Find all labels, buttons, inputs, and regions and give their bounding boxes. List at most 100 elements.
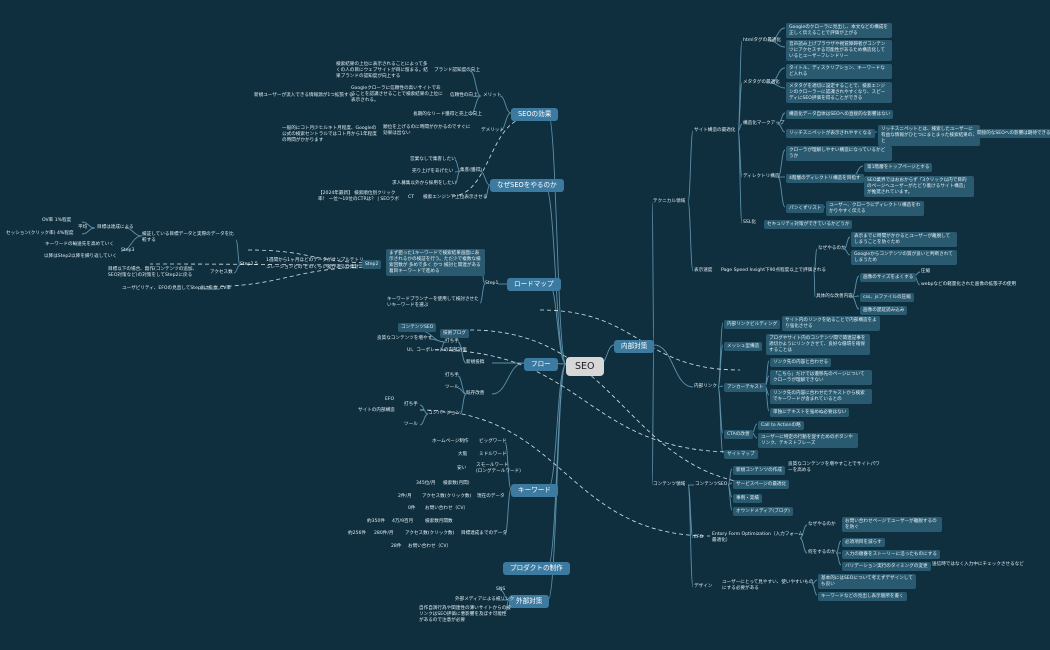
node-technical[interactable]: テクニカル領域 — [653, 199, 686, 204]
node-attract-item-3: 求人募集以外から採用をしたい — [392, 181, 457, 186]
connector-brand — [469, 70, 482, 97]
connector-kw-bottom — [504, 488, 512, 536]
node-access-goal-desc: 目標以下の場合、無作(コンテンツの追加、SEO対策など)の対策をしてStep2に… — [108, 267, 198, 278]
connector-speed-methods — [813, 270, 816, 298]
node-anchor-item-3: リンク先の内容に合わせたテキストから検索でキーワードが含まれているとの — [770, 389, 872, 404]
connector-quality — [429, 338, 446, 343]
node-seo-effects[interactable]: SEOの効果 — [511, 108, 559, 121]
node-step1[interactable]: Step1 — [485, 281, 499, 286]
node-step25[interactable]: Step2.5 — [240, 262, 258, 267]
node-breadcrumb[interactable]: パンくずリスト — [786, 204, 825, 213]
node-content-seo[interactable]: コンテンツSEO — [695, 482, 728, 487]
node-roadmap[interactable]: ロードマップ — [507, 278, 561, 291]
node-lazy-load: 画像の遅延読み込み — [860, 306, 908, 315]
node-image-size[interactable]: 画像のサイズをよくする — [860, 273, 917, 282]
connector-structure-1 — [737, 82, 743, 132]
node-new-content-create[interactable]: 新規コンテンツの作成 — [733, 466, 785, 475]
node-keywords[interactable]: キーワード — [511, 484, 558, 497]
node-meta-item-2: メタタグを適切に設定することで、検索エンジンのクローラーに認識されやすくなり、ス… — [786, 82, 892, 103]
node-content-area[interactable]: コンテンツ領域 — [653, 482, 686, 487]
node-efo-why[interactable]: なぜやるのか — [808, 522, 836, 527]
node-why-speed[interactable]: なぜやるのか — [818, 246, 846, 251]
connector-step3 — [120, 235, 143, 252]
node-existing-tool[interactable]: ツール — [445, 385, 459, 390]
node-directory[interactable]: ディレクトリ構造 — [743, 174, 780, 179]
keyword-row-8-group: 目標達成までのデータ — [461, 531, 507, 536]
relation-step2-cv — [199, 266, 378, 288]
node-internal-link[interactable]: 内部リンク — [694, 384, 717, 389]
connector-ctr — [484, 184, 491, 199]
node-mesh-structure[interactable]: メッシュ型構造 — [724, 342, 763, 351]
node-anchor-item-4: 単独にテキストを強めぬ必要はない — [770, 408, 850, 417]
node-conversion-tool[interactable]: ツール — [404, 422, 418, 427]
node-image-webp: webpなどの軽量化された画像の拡張子の使用 — [921, 282, 1017, 287]
connector-access — [233, 264, 241, 274]
node-merit[interactable]: メリット — [483, 93, 502, 98]
connector-attract-2 — [454, 170, 461, 185]
relation-step2-step3 — [247, 249, 378, 264]
connector-display — [687, 201, 694, 272]
node-design-item-1: 基本的にはSEOについて考えずデザインしても良い — [818, 574, 916, 589]
node-link-building[interactable]: 内部リンクビルディング — [724, 320, 781, 329]
connector-note — [504, 599, 510, 613]
connector-root-left-6 — [547, 363, 567, 601]
connector-technical — [651, 201, 655, 346]
node-efo[interactable]: EFO — [694, 535, 704, 540]
connector-internal-link-0 — [717, 322, 724, 388]
node-ssl[interactable]: SSL化 — [743, 220, 756, 225]
node-demerit[interactable]: デメリット — [481, 128, 504, 133]
node-new-plan[interactable]: 打ち手 — [445, 339, 459, 344]
node-four-layers[interactable]: 4階層のディレクトリ構造を目指す — [786, 174, 864, 183]
connector-internal-link-4 — [717, 386, 724, 454]
node-content-seo-left[interactable]: コンテンツSEO — [398, 323, 437, 332]
node-conversion-plan[interactable]: 打ち手 — [404, 402, 418, 407]
connector-attract — [479, 170, 491, 186]
node-conversion[interactable]: コンバージョン — [428, 411, 461, 416]
node-brand-awareness-desc: 検索結果の上位に表示されることによって多くの人の目にウェブサイトが目に留まる。結… — [336, 62, 428, 79]
node-site-structure[interactable]: サイト構造の最適化 — [694, 128, 736, 133]
node-cta-item-2: ユーザーに特定の行動を促すためのボタンやリンク、テキストフレーズ — [758, 433, 858, 448]
node-external[interactable]: 外部対策 — [509, 595, 550, 608]
node-tech-blog[interactable]: 技術ブログ — [440, 329, 469, 338]
connector-why-speed — [813, 248, 818, 272]
node-sitemap[interactable]: サイトマップ — [724, 450, 758, 459]
node-trust-desc: Googleクローラに信頼性の高いサイトであることを認識させることで検索結果の上… — [351, 86, 443, 103]
node-cv-rate[interactable]: CV率 — [220, 286, 231, 291]
node-lead[interactable]: 長期的なリード獲得と売上の向上 — [413, 112, 482, 117]
node-trust[interactable]: 信頼性の向上 — [450, 93, 478, 98]
keyword-row-3: 安い — [457, 466, 467, 471]
node-efo-how[interactable]: 何をするのか — [808, 550, 836, 555]
node-ctr-label: CT — [408, 195, 415, 200]
node-step2[interactable]: Step2 — [362, 260, 382, 269]
node-efo-how-3: バリデーション実行のタイミングの変更 — [842, 562, 931, 571]
node-new-content[interactable]: 新規投稿 — [466, 360, 485, 365]
connector-html-0 — [769, 27, 786, 42]
node-anchor-text[interactable]: アンカーテキスト — [724, 383, 767, 392]
node-access-count[interactable]: アクセス数 — [210, 270, 233, 275]
keyword-row-1: ホームページ制作 — [432, 439, 469, 444]
connector-kw-top — [504, 441, 512, 490]
node-design[interactable]: デザイン — [694, 584, 713, 589]
connector-meta-0 — [769, 67, 786, 84]
node-structured-markup[interactable]: 構造化マークアップ — [743, 121, 785, 126]
connector-lead — [469, 95, 482, 116]
node-new-users: 新規ユーザーが流入できる情報源が1つ拡張する — [254, 93, 354, 98]
node-ctr-top[interactable]: 検索エンジン下上位表示させる — [423, 195, 488, 200]
node-step3[interactable]: Step3 — [121, 248, 135, 253]
node-html-tags[interactable]: htmlタグの最適化 — [743, 38, 782, 43]
node-speed-methods[interactable]: 具体的な改善内容 — [816, 294, 853, 299]
node-internal[interactable]: 内部対策 — [614, 340, 655, 353]
node-why-seo[interactable]: なぜSEOをやるのか — [490, 179, 564, 192]
node-product[interactable]: プロダクトの制作 — [503, 562, 570, 575]
node-flow[interactable]: フロー — [524, 358, 558, 371]
node-cta[interactable]: CTAの改善 — [724, 430, 753, 439]
node-attract[interactable]: 集客(獲得) — [460, 168, 482, 173]
node-display-speed[interactable]: 表示速度 — [694, 268, 713, 273]
node-meta-tags[interactable]: メタタグの最適化 — [743, 80, 780, 85]
connector-structure-2 — [737, 123, 743, 132]
node-attract-item-1: 営業なしで集客したい — [410, 157, 456, 162]
node-existing-plan[interactable]: 打ち手 — [445, 373, 459, 378]
node-brand-awareness[interactable]: ブランド認知度の向上 — [434, 68, 480, 73]
node-existing-improve[interactable]: 既存改善 — [466, 391, 485, 396]
root-node-seo[interactable]: SEO — [566, 357, 604, 376]
